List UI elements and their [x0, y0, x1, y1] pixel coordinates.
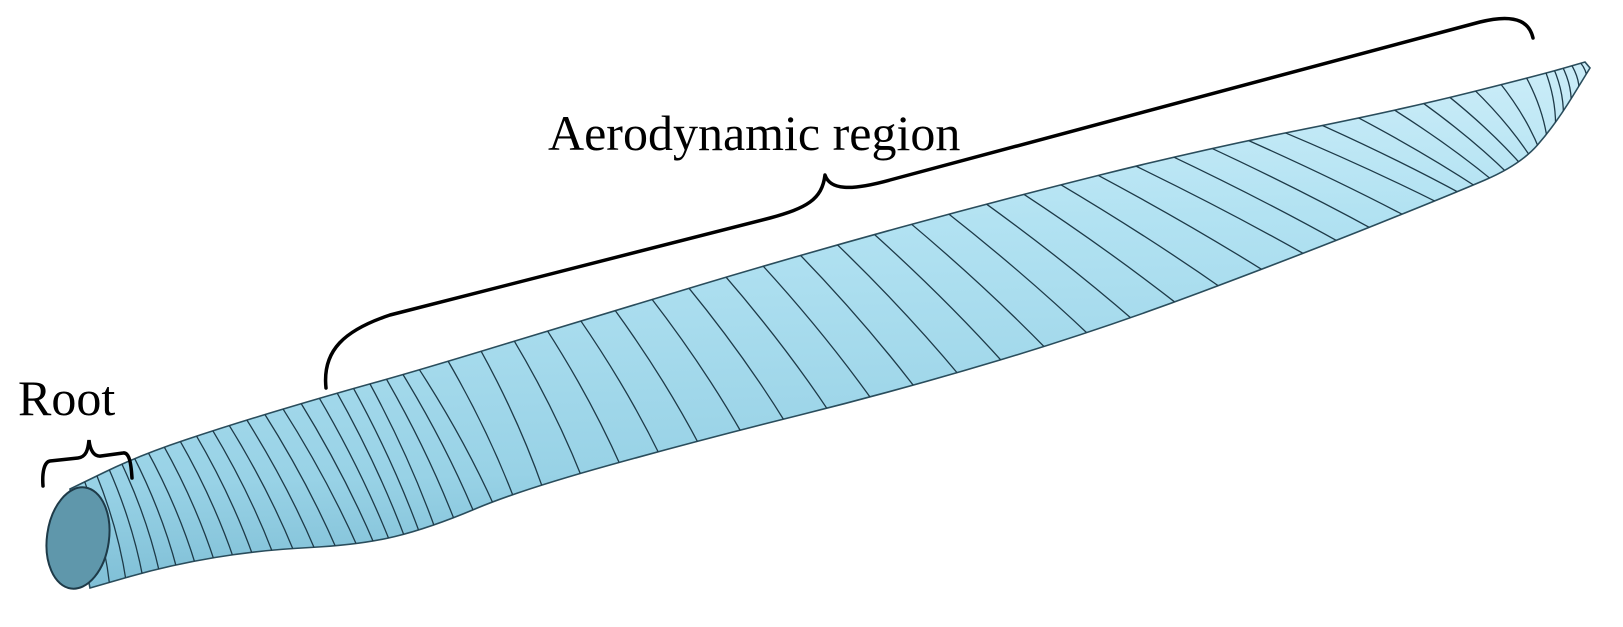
blade-section-line: [1391, 107, 1495, 183]
blade-section-line: [178, 438, 235, 560]
blade-section-line: [1353, 114, 1480, 189]
blade-section-line: [194, 433, 254, 557]
blade-section-line: [760, 262, 874, 403]
blade-section-line: [132, 455, 178, 569]
blade-section-line: [107, 467, 144, 579]
blade-section-line: [1498, 81, 1541, 152]
blade-section-line: [384, 376, 457, 524]
blade-section-line: [612, 307, 701, 446]
blade-body: [69, 61, 1591, 590]
blade-section-line: [226, 422, 295, 553]
aerodynamic-region-brace: [323, 16, 1535, 390]
blade-section-line: [244, 416, 317, 552]
blade-section-line: [317, 394, 391, 543]
blade-section-line: [210, 427, 274, 554]
blade-section-line: [649, 296, 744, 435]
root-brace: [41, 439, 134, 488]
blade-section-line: [262, 411, 338, 551]
blade-section-line: [1242, 137, 1409, 218]
blade-section-line: [1130, 163, 1310, 258]
blade-section-line: [545, 327, 622, 468]
blade-section-line: [982, 200, 1137, 323]
blade-section-line: [400, 371, 476, 515]
blade-section-line: [417, 366, 496, 507]
blade-section-line: [512, 337, 583, 479]
blade-section-line: [1446, 94, 1525, 169]
blade-section-line: [334, 389, 407, 540]
blade-section-line: [1205, 144, 1376, 232]
blade-section-line: [908, 221, 1049, 352]
blade-section-line: [1472, 87, 1533, 160]
aerodynamic-region-label: Aerodynamic region: [548, 105, 961, 161]
blade-section-line: [1279, 129, 1442, 205]
blade-section-line: [351, 385, 422, 536]
blade-section-line: [95, 473, 128, 583]
blade-section-line: [1167, 153, 1343, 245]
blade-section-line: [1420, 100, 1511, 176]
blade-section-line: [1056, 181, 1224, 290]
blade-section-line: [797, 251, 918, 391]
blade-section-line: [834, 241, 962, 378]
blade-section-line: [479, 348, 544, 489]
blade-section-line: [578, 317, 661, 457]
blade-section-line: [298, 400, 376, 547]
blade-section-line: [145, 449, 197, 566]
blade-section-line: [945, 210, 1093, 339]
blade-section-line: [1019, 191, 1180, 307]
blade-section-line: [446, 358, 515, 499]
blade-section-line: [686, 285, 787, 424]
blade-section-lines: [83, 62, 1588, 588]
root-end-face: [45, 486, 111, 590]
root-label: Root: [18, 370, 116, 426]
blade-section-line: [280, 405, 360, 550]
blade-section-line: [871, 231, 1005, 365]
blade-section-line: [723, 274, 831, 413]
blade-section-line: [120, 461, 161, 574]
blade-section-line: [1093, 172, 1268, 274]
blade-section-line: [367, 380, 437, 532]
blade-section-line: [1316, 122, 1464, 196]
blade-section-line: [162, 443, 216, 563]
